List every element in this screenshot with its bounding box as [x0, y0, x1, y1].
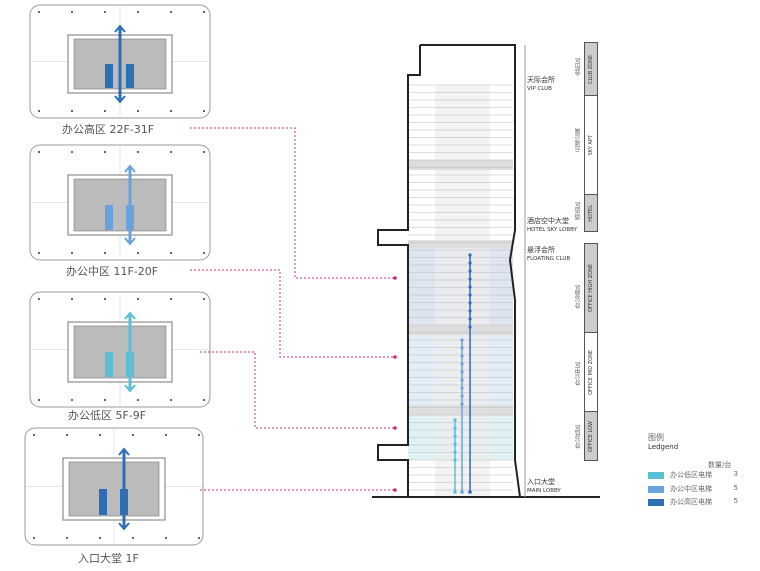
elevator-stop-high	[468, 317, 472, 321]
elevator-stop-mid	[460, 354, 464, 358]
elevator-stop-mid	[460, 362, 464, 366]
elevator-stop-high	[468, 261, 472, 265]
elevator-stop-high	[468, 309, 472, 313]
elevator-stop-mid	[460, 370, 464, 374]
zone-cn-office-high: 办公高区	[575, 285, 582, 309]
elevator-stop-high	[468, 301, 472, 305]
elevator-stop-high	[468, 285, 472, 289]
plan-label-mid: 办公中区 11F-20F	[66, 265, 159, 278]
zone-cn-club: 会所区	[575, 58, 582, 76]
elevator-stop-mid	[460, 386, 464, 390]
zone-cn-sky-apt: 云端公寓	[575, 128, 582, 152]
swatch-high	[648, 498, 664, 506]
elevator-stop-mid	[460, 394, 464, 398]
elevator-stop-mid	[460, 338, 464, 342]
floor-plan-0	[29, 4, 211, 119]
zone-cn-office-low: 办公低区	[575, 425, 582, 449]
elevator-stop-low	[453, 442, 457, 446]
elevator-stop-low	[453, 434, 457, 438]
elevator-stop-high	[468, 293, 472, 297]
legend-qty-header: 数量/台	[708, 461, 732, 469]
leader-line-2	[200, 351, 395, 429]
floor-plan-3	[24, 427, 204, 546]
swatch-mid	[648, 485, 664, 493]
floor-plan-2	[29, 291, 211, 408]
elevator-stop-mid	[460, 402, 464, 406]
zone-club: CLUB ZONE	[584, 42, 598, 96]
plan-label-low: 办公低区 5F-9F	[68, 409, 147, 422]
elevator-stop-low	[453, 458, 457, 462]
floor-plan-1	[29, 144, 211, 261]
zone-cn-hotel: 酒店区	[575, 202, 582, 220]
leader-line-1	[190, 269, 395, 358]
elevator-stop-mid	[460, 346, 464, 350]
plan-label-high: 办公高区 22F-31F	[62, 123, 155, 136]
elevator-stop-mid	[460, 378, 464, 382]
elevator-stop-low	[453, 450, 457, 454]
zone-hotel: HOTEL	[584, 194, 598, 232]
plan-label-lobby: 入口大堂 1F	[78, 552, 139, 565]
legend-title: 图例	[648, 433, 664, 442]
zone-cn-office-mid: 办公中区	[575, 362, 582, 386]
elevator-stop-low	[453, 426, 457, 430]
zone-office-low: OFFICE LOW	[584, 411, 598, 461]
zone-office-high: OFFICE HIGH ZONE	[584, 243, 598, 333]
elevator-stop-high	[468, 325, 472, 329]
tower-section	[190, 44, 600, 498]
zone-sky-apt: SKY APT	[584, 95, 598, 195]
elevator-stop-low	[453, 418, 457, 422]
swatch-low	[648, 471, 664, 479]
leader-line-0	[190, 127, 395, 279]
zone-office-mid: OFFICE MID ZONE	[584, 332, 598, 412]
elevator-stop-high	[468, 277, 472, 281]
elevator-stop-high	[468, 253, 472, 257]
legend-subtitle: Ledgend	[648, 443, 679, 451]
elevator-stop-high	[468, 269, 472, 273]
